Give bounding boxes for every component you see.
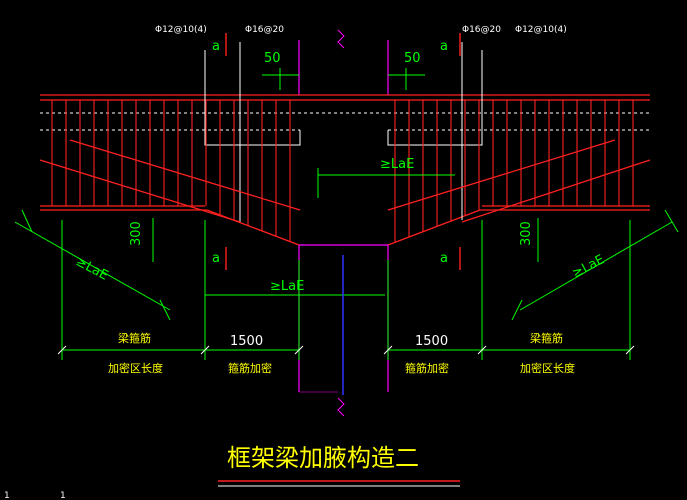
top-rebar [40,112,650,131]
right-zone-label-2: 加密区长度 [520,361,575,375]
left-zone-label-1: 梁箍筋 [118,331,151,345]
rebar-bends [204,42,483,222]
status-fragment-1: 1 [4,491,10,500]
right-callout-rebar-1: Φ16@20 [462,25,501,35]
drawing-title: 框架梁加腋构造二 [227,444,419,472]
right-zone-label-1: 梁箍筋 [530,331,563,345]
section-marks [225,33,461,270]
left-callout-rebar-1: Φ12@10(4) [155,25,207,35]
status-fragment-2: 1 [60,491,66,500]
dimension-ticks [57,345,635,355]
left-dim-300: 300 [129,221,144,246]
right-dim-300: 300 [519,221,534,246]
haunch-bars [39,139,651,223]
stirrups-left [51,100,291,242]
left-anchor-bottom: ≥LaE [270,279,304,294]
stirrups-right [394,100,634,243]
dimension-lines [14,68,679,360]
beam-outline [40,94,650,246]
right-callout-rebar-2: Φ12@10(4) [515,25,567,35]
title-underline [218,480,460,487]
left-section-mark-bottom: a [212,251,220,266]
center-anchor-top: ≥LaE [380,157,414,172]
left-anchor-diag: ≥LaE [73,254,110,283]
right-section-mark-bottom: a [440,251,448,266]
left-section-mark-top: a [212,39,220,54]
left-dim-1500: 1500 [230,334,263,349]
right-anchor-diag: ≥LaE [570,252,607,281]
right-dim-1500: 1500 [415,334,448,349]
right-haunch-stirrup-label: 箍筋加密 [405,361,449,375]
left-callout-rebar-2: Φ16@20 [245,25,284,35]
right-dim-50: 50 [404,51,421,66]
right-section-mark-top: a [440,39,448,54]
left-dim-50: 50 [264,51,281,66]
left-haunch-stirrup-label: 箍筋加密 [228,361,272,375]
left-zone-label-2: 加密区长度 [108,361,163,375]
